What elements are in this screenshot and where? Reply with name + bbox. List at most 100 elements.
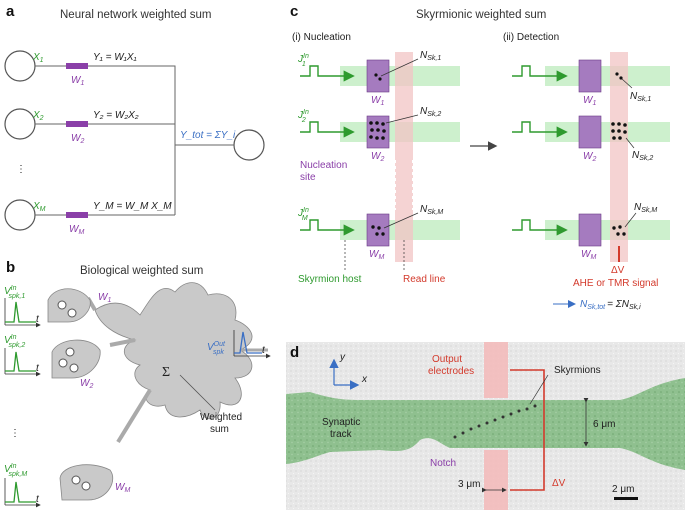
weight-bar-m [66, 212, 88, 218]
label-t2: t [36, 363, 40, 374]
panel-label-a: a [6, 3, 15, 20]
label-dw2: W2 [583, 151, 596, 163]
label-dwm: WM [581, 249, 596, 261]
y-axis-label: y [339, 352, 346, 363]
current-pulse-2-detection [512, 121, 568, 138]
delta-v-label: ΔV [611, 265, 625, 276]
vesicle-2b [58, 358, 68, 368]
sigma-symbol: Σ [162, 365, 170, 380]
label-dw1: W1 [583, 95, 596, 107]
label-ntot: NSk,tot= ΣNSk,i [580, 299, 641, 311]
skyrmions-2-detection [611, 122, 627, 140]
spike-plot-1 [4, 298, 41, 328]
gap-label: 3 μm [458, 479, 480, 490]
pointer-nm [383, 212, 419, 229]
skyrmions-1-detection [615, 72, 623, 80]
weight-bar-1 [66, 63, 88, 69]
label-dn1: NSk,1 [630, 91, 651, 103]
panel-label-b: b [6, 259, 15, 276]
label-w2: W2 [71, 133, 84, 145]
panel-c-title: Skyrmionic weighted sum [416, 9, 546, 21]
connections-trunk [35, 65, 176, 215]
equation-2: Y₂ = W₂X₂ [93, 110, 139, 121]
weighted-sum-pointer [179, 374, 216, 411]
delta-v-d-label: ΔV [552, 478, 566, 489]
dendrite-2 [109, 338, 136, 347]
input-neuron-m [4, 199, 36, 231]
current-pulse-m [300, 219, 355, 236]
track-1-detection [545, 66, 670, 86]
vesicle-mb [81, 481, 91, 491]
output-electrodes-label-2: electrodes [428, 366, 474, 377]
vesicle-2c [69, 363, 79, 373]
skyrmions-pointer [529, 374, 549, 405]
track-2-detection [545, 122, 670, 142]
subtitle-nucleation: (i) Nucleation [292, 32, 351, 43]
label-dn2: NSk,2 [632, 150, 653, 162]
pointer-dn2 [625, 137, 635, 149]
label-t1: t [36, 314, 40, 325]
read-line-label: Read line [403, 274, 446, 285]
ellipsis-b: ⋮ [10, 428, 20, 439]
scale-bar-label: 2 μm [612, 484, 634, 495]
subtitle-detection: (ii) Detection [503, 32, 559, 43]
read-line-nucleation [395, 52, 413, 262]
label-nm: NSk,M [420, 204, 443, 216]
nucleation-site-m [366, 213, 390, 247]
label-wm: WM [69, 224, 84, 236]
current-pulse-1 [300, 65, 355, 82]
nucleation-site-1-detection [578, 59, 602, 93]
input-neuron-2 [4, 108, 36, 140]
label-w1: W1 [71, 75, 84, 87]
current-pulse-1-detection [512, 65, 568, 82]
label-cw1: W1 [371, 95, 384, 107]
label-n1: NSk,1 [420, 50, 441, 62]
skyrmion-chain [453, 404, 537, 439]
weight-bar-2 [66, 121, 88, 127]
panel-a: a Neural network weighted sum X1 X2 XM W… [4, 3, 265, 236]
terminal-1 [47, 288, 91, 323]
synaptic-track-label-2: track [330, 429, 353, 440]
skyrmions-label: Skyrmions [554, 365, 601, 376]
equation-m: Y_M = W_M X_M [93, 201, 172, 212]
current-pulse-m-detection [512, 219, 568, 236]
spike-plot-m [4, 478, 41, 508]
nucleation-site-2-detection [578, 115, 602, 149]
label-xm: XM [32, 201, 46, 213]
output-electrodes-label-1: Output [432, 354, 462, 365]
panel-label-d: d [290, 344, 299, 361]
synaptic-track-label-1: Synaptic [322, 417, 360, 428]
label-cwm: WM [369, 249, 384, 261]
skyrmions-m-nucleation [371, 225, 385, 236]
track-m-detection [545, 220, 670, 240]
nucleation-site-label-1: Nucleation [300, 160, 347, 171]
output-electrode-top [484, 342, 508, 398]
nucleation-site-2 [366, 115, 390, 149]
label-tout: t [262, 345, 266, 356]
read-line-detection [610, 52, 628, 262]
ellipsis-a: ⋮ [16, 164, 26, 175]
output-neuron [233, 129, 265, 161]
panel-b: b Biological weighted sum [4, 259, 271, 508]
spike-plot-out [233, 330, 271, 359]
label-x1: X1 [32, 52, 44, 64]
pointer-dnm [624, 212, 637, 228]
label-tm: t [36, 494, 40, 505]
skyrmions-1-nucleation [374, 73, 382, 81]
label-cw2: W2 [371, 151, 384, 163]
vesicle-2a [65, 347, 75, 357]
label-bw1: W1 [98, 292, 111, 304]
skyrmion-host-label: Skyrmion host [298, 274, 362, 285]
equation-1: Y₁ = W₁X₁ [93, 52, 137, 63]
skyrmions-2-nucleation [369, 121, 386, 140]
panel-d: d y x Output electrodes Skyrmions Synapt… [286, 342, 685, 510]
label-n2: NSk,2 [420, 106, 441, 118]
panel-label-c: c [290, 3, 298, 20]
nucleation-site-label-2: site [300, 172, 316, 183]
weighted-sum-label-1: Weighted [200, 412, 242, 423]
